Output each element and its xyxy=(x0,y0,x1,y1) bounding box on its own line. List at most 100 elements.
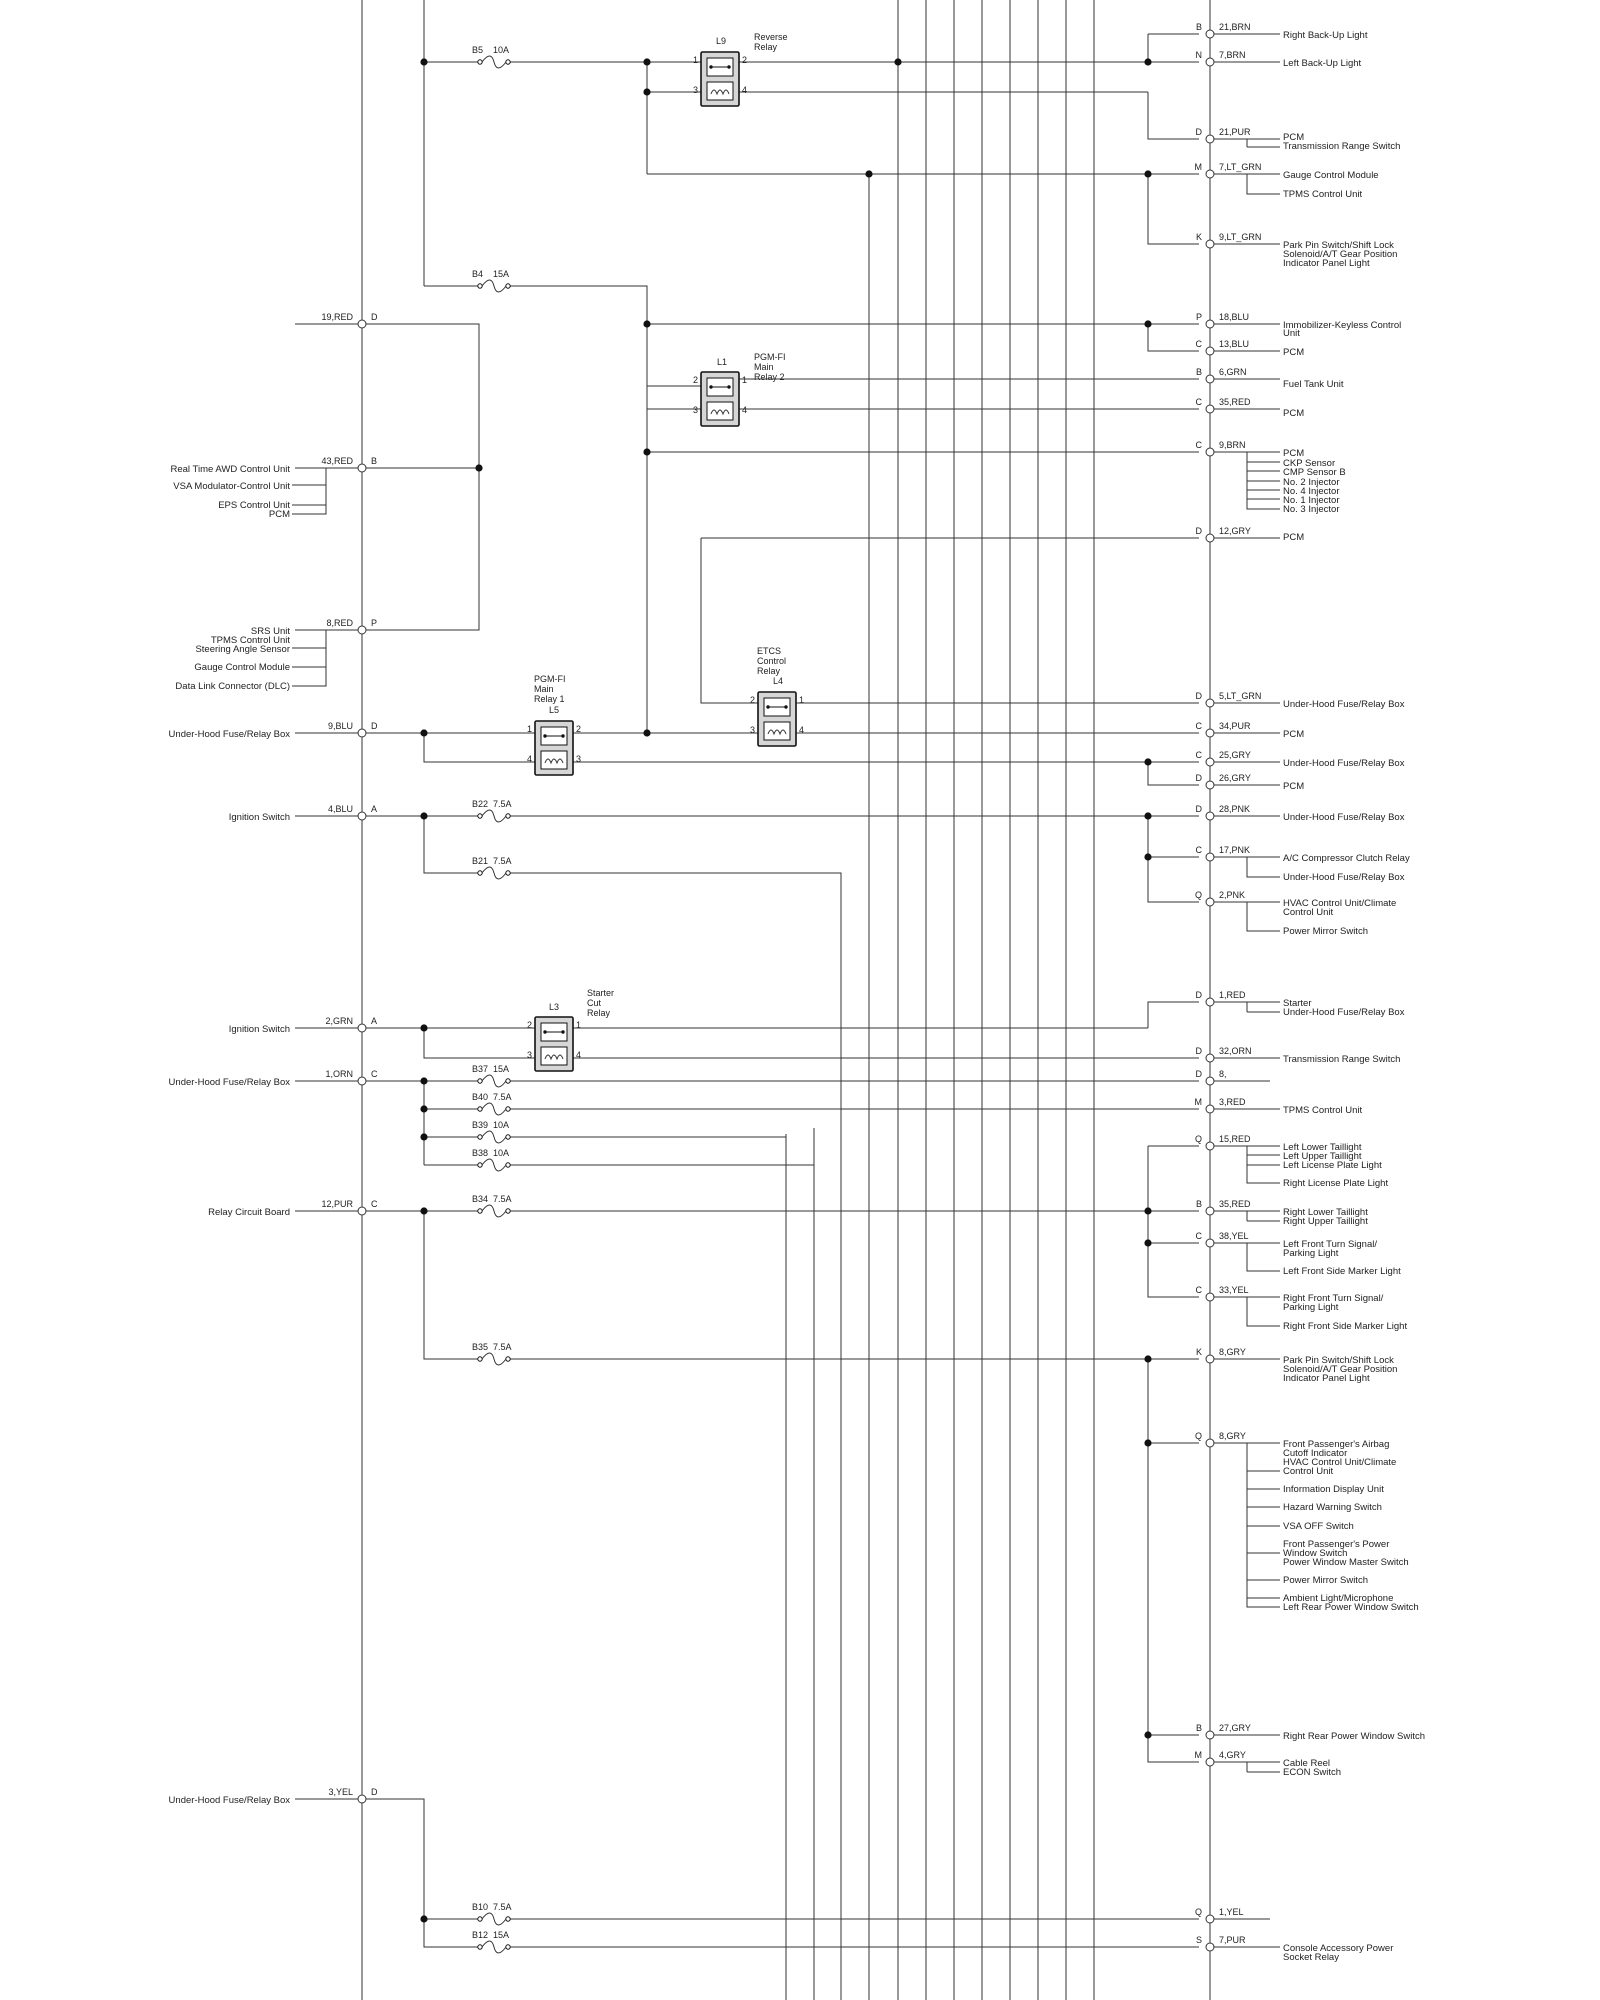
right-device-label: Left Lower Taillight xyxy=(1283,1142,1362,1153)
right-device-label: Cable Reel xyxy=(1283,1758,1330,1769)
right-device-label: Right Upper Taillight xyxy=(1283,1216,1368,1227)
junction-dot xyxy=(420,812,428,820)
wire xyxy=(1147,1735,1199,1763)
fuse-terminal xyxy=(477,1916,483,1922)
fuse-terminal xyxy=(477,59,483,65)
pin-letter: N xyxy=(1196,50,1203,60)
wire-label: 15,RED xyxy=(1219,1134,1251,1144)
wire-label: 6,GRN xyxy=(1219,367,1247,377)
pin-letter: B xyxy=(1196,1723,1202,1733)
right-device-label: Under-Hood Fuse/Relay Box xyxy=(1283,1007,1405,1018)
wire xyxy=(1246,1243,1280,1272)
wire-label: 2,PNK xyxy=(1219,890,1245,900)
connector-pin xyxy=(1205,1238,1215,1248)
relay-contact-point xyxy=(709,385,713,389)
relay-contact-point xyxy=(766,705,770,709)
relay-name: Relay 1 xyxy=(534,694,565,704)
fuse-symbol xyxy=(477,1204,511,1218)
connector-pin xyxy=(357,1023,367,1033)
right-device-label: Left License Plate Light xyxy=(1283,1160,1382,1171)
fuse-id: B21 xyxy=(472,856,488,866)
wire-label: 21,PUR xyxy=(1219,127,1251,137)
fuse-terminal xyxy=(505,283,511,289)
fuse-symbol xyxy=(477,1352,511,1366)
junction-dot xyxy=(643,729,651,737)
wire-label: 19,RED xyxy=(321,312,353,322)
fuse-id: B40 xyxy=(472,1092,488,1102)
right-device-label: CKP Sensor xyxy=(1283,458,1335,469)
wire-label: 1,RED xyxy=(1219,990,1246,1000)
wire-label: 9,BLU xyxy=(328,721,353,731)
fuse-terminal xyxy=(505,1078,511,1084)
relay-contact-point xyxy=(561,1030,565,1034)
junction-dot xyxy=(1144,170,1152,178)
connector-pin xyxy=(1205,404,1215,414)
wire-label: 43,RED xyxy=(321,456,353,466)
right-device-label: Console Accessory Power xyxy=(1283,1943,1393,1954)
relay-pin: 1 xyxy=(742,375,747,385)
wire xyxy=(423,816,480,874)
relay-name: Control xyxy=(757,656,786,666)
wire-label: 2,GRN xyxy=(325,1016,353,1026)
junction-dot xyxy=(420,729,428,737)
connector-pin xyxy=(1205,134,1215,144)
fuse-element xyxy=(481,279,507,293)
fuse-rating: 7.5A xyxy=(493,1342,512,1352)
connector-pin xyxy=(1205,897,1215,907)
wire-label: 8, xyxy=(1219,1069,1227,1079)
junction-dot xyxy=(420,58,428,66)
relay-pin: 4 xyxy=(576,1050,581,1060)
junction-dot xyxy=(643,448,651,456)
junction-dot xyxy=(420,1024,428,1032)
fuse-rating: 7.5A xyxy=(493,1092,512,1102)
connector-pin xyxy=(1205,1292,1215,1302)
connector-pin xyxy=(1205,1076,1215,1086)
junction-dot xyxy=(475,464,483,472)
right-device-label: Control Unit xyxy=(1283,1466,1334,1477)
right-device-label: Solenoid/A/T Gear Position xyxy=(1283,1364,1397,1375)
connector-pin xyxy=(1205,728,1215,738)
relay-name: Relay xyxy=(587,1008,611,1018)
right-device-label: Under-Hood Fuse/Relay Box xyxy=(1283,812,1405,823)
wire-label: 8,RED xyxy=(326,618,353,628)
right-device-label: Under-Hood Fuse/Relay Box xyxy=(1283,872,1405,883)
relay-name: Relay xyxy=(757,666,781,676)
fuse-terminal xyxy=(505,1944,511,1950)
relay-coil-box xyxy=(763,721,791,741)
wire-label: 17,PNK xyxy=(1219,845,1250,855)
connector-pin xyxy=(1205,780,1215,790)
right-device-label: Front Passenger's Power xyxy=(1283,1539,1389,1550)
fuse-element xyxy=(481,809,507,823)
fuse-terminal xyxy=(477,813,483,819)
connector-pin xyxy=(1205,1354,1215,1364)
fuse-rating: 7.5A xyxy=(493,856,512,866)
relay-coil xyxy=(544,1054,564,1061)
wire xyxy=(1246,174,1280,195)
relay-id: L5 xyxy=(549,705,559,715)
pin-letter: M xyxy=(1195,1750,1203,1760)
relay-id: L9 xyxy=(716,36,726,46)
right-device-label: Under-Hood Fuse/Relay Box xyxy=(1283,699,1405,710)
right-device-label: Park Pin Switch/Shift Lock xyxy=(1283,1355,1394,1366)
right-device-label: Left Front Turn Signal/ xyxy=(1283,1239,1377,1250)
left-device-label: Real Time AWD Control Unit xyxy=(171,464,291,475)
connector-pin xyxy=(357,728,367,738)
right-device-label: Right Front Side Marker Light xyxy=(1283,1321,1407,1332)
junction-dots-layer xyxy=(420,58,1152,1923)
left-device-label: VSA Modulator-Control Unit xyxy=(173,481,290,492)
pin-letter: D xyxy=(1196,990,1203,1000)
fuse-element xyxy=(481,1352,507,1366)
pin-letter: B xyxy=(371,456,377,466)
relay-pin: 1 xyxy=(527,724,532,734)
pin-letter: P xyxy=(371,618,377,628)
relay-pin: 2 xyxy=(576,724,581,734)
fuse-terminal xyxy=(505,870,511,876)
right-device-label: Solenoid/A/T Gear Position xyxy=(1283,249,1397,260)
pin-letter: C xyxy=(1196,750,1203,760)
pin-letter: D xyxy=(1196,127,1203,137)
